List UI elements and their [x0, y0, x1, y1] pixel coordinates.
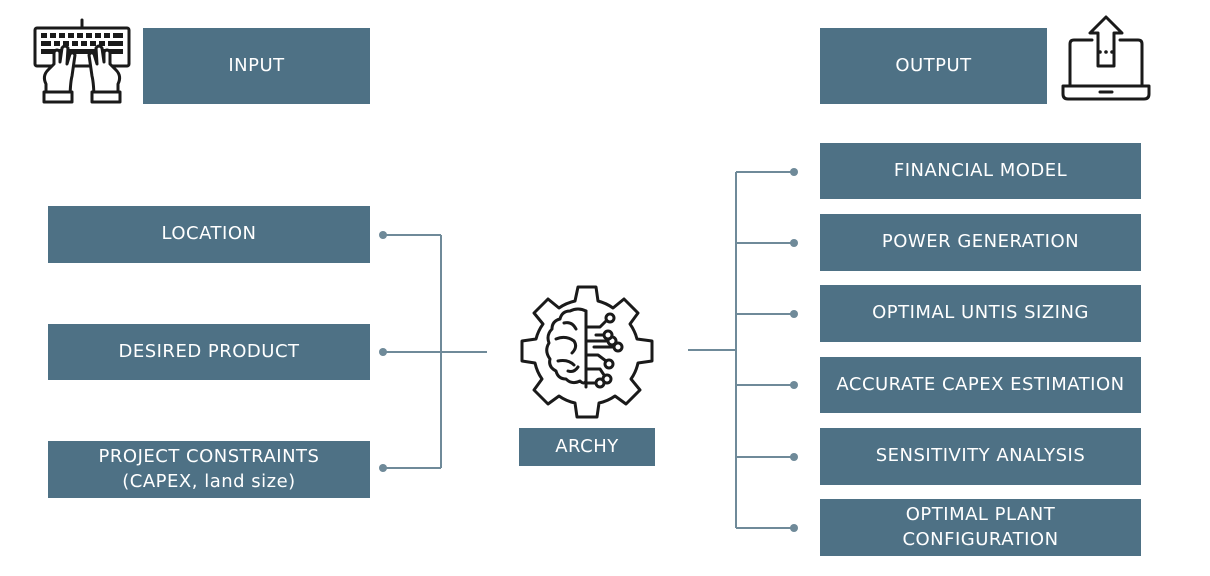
output-box-plant-configuration: OPTIMAL PLANT CONFIGURATION [820, 499, 1141, 556]
keyboard-hands-icon [33, 18, 131, 104]
input-box-location: LOCATION [48, 206, 370, 263]
input-header: INPUT [143, 28, 370, 104]
output-box-label: SENSITIVITY ANALYSIS [875, 445, 1086, 467]
output-box-sublabel: CONFIGURATION [902, 528, 1059, 550]
connector-dot [790, 381, 798, 389]
output-header: OUTPUT [820, 28, 1047, 104]
output-header-label: OUTPUT [895, 54, 972, 76]
connector-dot [379, 231, 387, 239]
output-box-sensitivity-analysis: SENSITIVITY ANALYSIS [820, 428, 1141, 485]
output-box-label: OPTIMAL PLANT [905, 504, 1056, 526]
connector-dot [790, 168, 798, 176]
input-box-sublabel: (CAPEX, land size) [122, 470, 296, 492]
archy-label: ARCHY [555, 435, 619, 457]
output-box-optimal-units-sizing: OPTIMAL UNTIS SIZING [820, 285, 1141, 342]
connector-dot [379, 348, 387, 356]
connector-dot [790, 239, 798, 247]
output-box-power-generation: POWER GENERATION [820, 214, 1141, 271]
connector-dot [790, 310, 798, 318]
connector-dot [790, 524, 798, 532]
connector-dot [790, 453, 798, 461]
brain-gear-icon [520, 285, 654, 419]
input-box-label: DESIRED PRODUCT [118, 340, 300, 362]
input-box-project-constraints: PROJECT CONSTRAINTS (CAPEX, land size) [48, 441, 370, 498]
output-box-financial-model: FINANCIAL MODEL [820, 143, 1141, 199]
output-box-label: POWER GENERATION [881, 231, 1080, 253]
input-box-label: PROJECT CONSTRAINTS [98, 446, 320, 468]
output-box-label: OPTIMAL UNTIS SIZING [872, 302, 1089, 324]
archy-label-box: ARCHY [519, 428, 655, 466]
output-box-label: ACCURATE CAPEX ESTIMATION [836, 373, 1125, 395]
output-box-label: FINANCIAL MODEL [893, 159, 1068, 181]
input-header-label: INPUT [228, 54, 285, 76]
connector-dot [379, 464, 387, 472]
laptop-upload-icon [1061, 15, 1151, 101]
input-box-desired-product: DESIRED PRODUCT [48, 324, 370, 380]
input-box-label: LOCATION [161, 223, 257, 245]
output-box-capex-estimation: ACCURATE CAPEX ESTIMATION [820, 357, 1141, 413]
